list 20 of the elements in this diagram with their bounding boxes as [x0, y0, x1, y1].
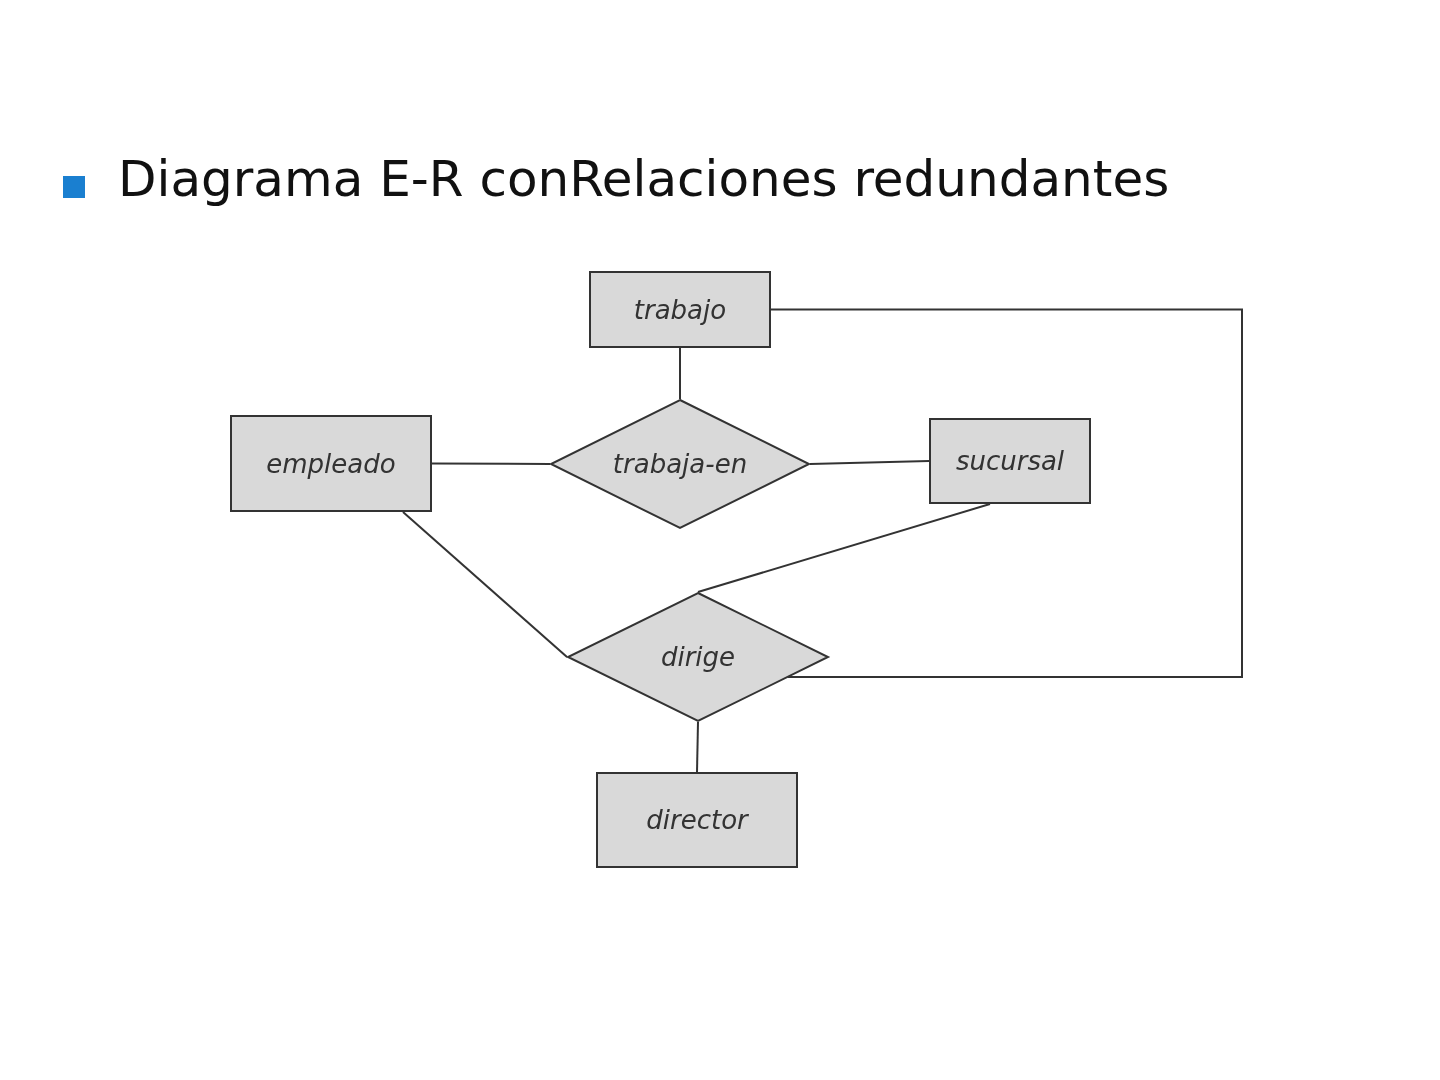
connector-line — [402, 511, 568, 658]
entity-box — [230, 415, 432, 512]
entity-label: director — [646, 805, 748, 835]
entity-box — [929, 418, 1091, 504]
relationship-diamond — [550, 399, 810, 529]
relationship-diamond — [567, 592, 829, 722]
entity-label: trabaja-en — [612, 449, 748, 479]
connector-line — [696, 721, 699, 773]
entity-label: trabajo — [633, 294, 727, 325]
entity-label: dirige — [660, 642, 736, 672]
entity-box — [596, 772, 798, 868]
connector-line — [679, 347, 681, 400]
entity-box — [589, 271, 771, 348]
title: Diagrama E-R conRelaciones redundantes — [118, 150, 1170, 208]
connector-line — [770, 308, 1243, 678]
entity-label: empleado — [266, 448, 396, 479]
connector-line — [809, 460, 930, 465]
connector-line — [431, 462, 551, 465]
connector-line — [697, 503, 991, 593]
entity-label: sucursal — [955, 446, 1065, 476]
